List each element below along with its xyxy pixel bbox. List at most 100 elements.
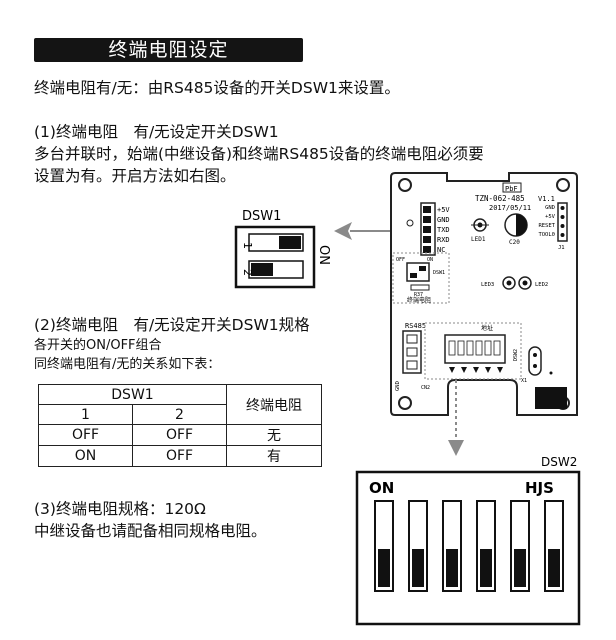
pcb-led2-label: LED2 xyxy=(535,282,548,288)
dsw2-lever xyxy=(378,549,390,587)
dsw1-lever-1 xyxy=(279,236,301,249)
pcb-x1-pin xyxy=(533,364,537,368)
pcb-contact xyxy=(449,367,455,373)
pcb-off-label: OFF xyxy=(396,257,405,263)
section2-heading: (2)终端电阻 有/无设定开关DSW1规格 xyxy=(34,316,310,334)
pcb-gnd-label: GND xyxy=(395,381,401,391)
dsw1-relation-table: DSW1 终端电阻 1 2 OFF OFF 无 ON OFF 有 xyxy=(38,384,322,467)
pcb-ic-block xyxy=(535,387,567,409)
pcb-mount-hole xyxy=(556,178,570,192)
pcb-cn2-label: CN2 xyxy=(421,385,430,391)
table-cell: ON xyxy=(38,445,133,467)
table-cell: OFF xyxy=(132,424,227,446)
dsw1-lever-2 xyxy=(251,263,273,276)
pcb-dsw1-lever xyxy=(410,273,417,278)
table-col2-header: 2 xyxy=(132,404,227,425)
pcb-led3-core xyxy=(506,280,512,286)
dsw1-pos1-label: 1 xyxy=(241,242,254,249)
pcb-j1-label: J1 xyxy=(558,245,565,251)
pcb-x1 xyxy=(528,346,542,376)
dsw2-lever xyxy=(412,549,424,587)
pcb-pin xyxy=(423,226,431,233)
pcb-addr-label: 地址 xyxy=(481,324,493,332)
pbf-box xyxy=(502,182,522,193)
pcb-pin xyxy=(406,347,418,357)
pcb-c20-label: C20 xyxy=(509,239,520,246)
pcb-j1-pin-label: RESET xyxy=(538,223,555,229)
pcb-dsw2-slot xyxy=(457,340,465,356)
intro-text: 终端电阻有/无：由RS485设备的开关DSW1来设置。 xyxy=(34,79,400,97)
pcb-pin xyxy=(560,233,565,237)
table-row: OFF OFF 无 xyxy=(38,424,322,446)
table-row: ON OFF 有 xyxy=(38,445,322,467)
pcb-led1-label: LED1 xyxy=(471,236,486,243)
dsw2-arrow-head xyxy=(448,440,464,456)
pcb-date: 2017/05/11 xyxy=(489,204,531,212)
pcb-x1-label: X1 xyxy=(521,378,527,384)
pcb-pin-label: TXD xyxy=(437,226,450,234)
pcb-pin xyxy=(423,246,431,253)
pcb-version: V1.1 xyxy=(538,195,555,203)
section3-line1: 中继设备也请配备相同规格电阻。 xyxy=(34,522,267,540)
pcb-pin xyxy=(423,206,431,213)
pcb-contact xyxy=(461,367,467,373)
dsw1-on-label: ON xyxy=(316,245,331,265)
pcb-j1-pin-label: GND xyxy=(545,205,555,211)
pcb-via xyxy=(549,371,553,375)
dsw1-pos2-label: 2 xyxy=(241,269,254,276)
pcb-mount-hole xyxy=(398,396,412,410)
section1-line1: 多台并联时，始端(中继设备)和终端RS485设备的终端电阻必须要 xyxy=(34,145,484,163)
pcb-led2-core xyxy=(522,280,528,286)
pcb-on-label: ON xyxy=(427,257,433,263)
pcb-x1-pin xyxy=(533,353,537,357)
pcb-pin xyxy=(423,236,431,243)
dsw2-brand-label: HJS xyxy=(525,479,554,497)
pcb-board: PbF TZN-062-485 V1.1 2017/05/11 +5V GND … xyxy=(390,172,578,416)
section3-heading: (3)终端电阻规格：120Ω xyxy=(34,500,206,518)
pcb-pin xyxy=(560,206,565,210)
pcb-pin xyxy=(560,224,565,228)
pcb-contact xyxy=(473,367,479,373)
pcb-dsw2-slot xyxy=(466,340,474,356)
dsw2-on-label: ON xyxy=(369,479,394,497)
section1-heading: (1)终端电阻 有/无设定开关DSW1 xyxy=(34,123,279,141)
pcb-model: TZN-062-485 xyxy=(475,194,525,203)
pcb-rs485-label: RS485 xyxy=(405,322,426,330)
pcb-pin-label: NC xyxy=(437,246,445,254)
pcb-dsw2-slot xyxy=(484,340,492,356)
pcb-pin xyxy=(423,216,431,223)
page-title: 终端电阻设定 xyxy=(34,38,303,62)
table-cell: OFF xyxy=(132,445,227,467)
table-cell: 有 xyxy=(226,445,322,467)
dsw2-lever xyxy=(514,549,526,587)
dsw2-lever xyxy=(548,549,560,587)
pcb-contact xyxy=(497,367,503,373)
pcb-r37 xyxy=(410,284,430,291)
section2-line1: 各开关的ON/OFF组合 xyxy=(34,338,162,353)
pcb-pin-label: +5V xyxy=(437,206,450,214)
section1-line2: 设置为有。开启方法如右图。 xyxy=(34,167,236,185)
dsw2-lever xyxy=(480,549,492,587)
dsw1-arrow-head xyxy=(334,222,352,240)
pcb-led3-label: LED3 xyxy=(481,282,494,288)
pcb-pin xyxy=(560,215,565,219)
pcb-dsw2-label: DSW2 xyxy=(513,349,519,361)
pcb-dsw1-label: DSW1 xyxy=(433,270,445,276)
pcb-dsw1-lever xyxy=(419,266,426,271)
pcb-dsw2-slot xyxy=(448,340,456,356)
pcb-dsw1-switch xyxy=(406,262,430,282)
dsw2-figure: DSW2 ON HJS xyxy=(355,455,581,626)
pcb-pin xyxy=(406,334,418,344)
table-result-header: 终端电阻 xyxy=(226,384,322,425)
pcb-pin-label: RXD xyxy=(437,236,450,244)
pcb-pin xyxy=(406,360,418,370)
table-col1-header: 1 xyxy=(38,404,133,425)
pcb-mount-hole xyxy=(398,178,412,192)
pcb-via xyxy=(406,219,414,227)
pcb-dsw2-area xyxy=(424,322,522,380)
table-cell: OFF xyxy=(38,424,133,446)
pcb-dsw2-slot xyxy=(475,340,483,356)
table-cell: 无 xyxy=(226,424,322,446)
dsw2-lever xyxy=(446,549,458,587)
pcb-dsw2-slot xyxy=(493,340,501,356)
